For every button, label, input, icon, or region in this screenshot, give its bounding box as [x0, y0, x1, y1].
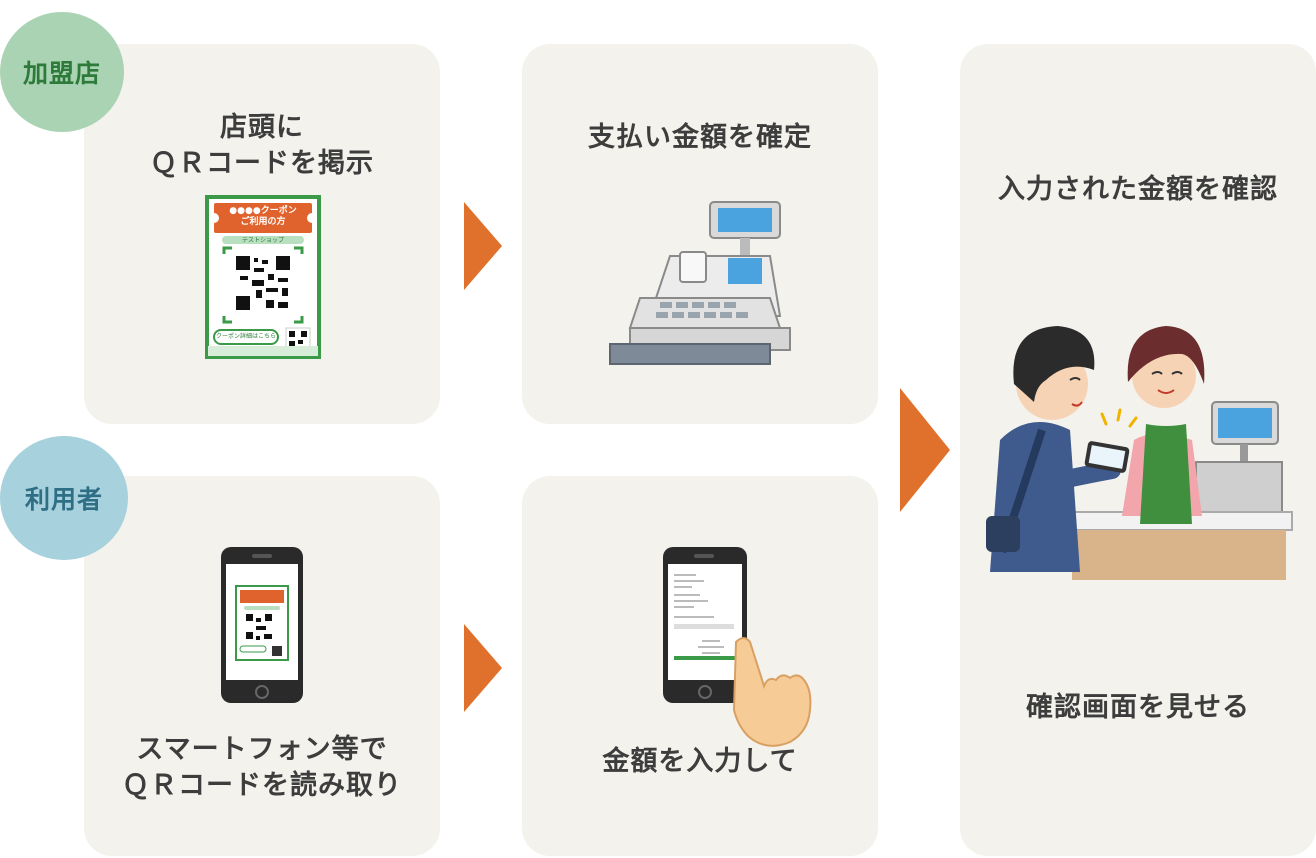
- step-title-user-input: 金額を入力して: [602, 746, 798, 777]
- smartphone-qr-icon: [221, 547, 303, 703]
- badge-user: 利用者: [0, 436, 128, 560]
- step-title-confirm-bottom: 確認画面を見せる: [1026, 692, 1250, 723]
- step-title-line: ＱＲコードを読み取り: [122, 770, 402, 801]
- smartphone-input-icon: [663, 547, 812, 747]
- badge-store: 加盟店: [0, 12, 124, 132]
- step-title-store-amount: 支払い金額を確定: [588, 122, 812, 153]
- step-title-line: 店頭に: [220, 112, 304, 143]
- poster-heading-line: ご利用の方: [240, 217, 286, 227]
- qr-poster-icon: [205, 195, 321, 359]
- step-title-confirm-top: 入力された金額を確認: [998, 174, 1278, 205]
- step-title-line: ＱＲコードを掲示: [150, 148, 374, 179]
- poster-shop-label: テストショップ: [241, 237, 284, 244]
- step-title-line: スマートフォン等で: [136, 734, 388, 765]
- customer-staff-illustration-icon: [986, 326, 1293, 580]
- arrow-right-icon: [464, 202, 502, 290]
- poster-detail-label: クーポン詳細はこちら: [215, 333, 276, 340]
- arrow-right-icon: [464, 624, 502, 712]
- step-title-store-qr: 店頭に ＱＲコードを掲示: [84, 110, 440, 182]
- arrow-right-icon: [900, 388, 950, 512]
- step-card-store-amount: 支払い金額を確定: [522, 44, 878, 424]
- poster-heading: ●●●●クーポン ご利用の方: [214, 206, 312, 228]
- cash-register-icon: [609, 201, 791, 365]
- step-title-user-scan: スマートフォン等で ＱＲコードを読み取り: [84, 732, 440, 804]
- poster-heading-line: ●●●●クーポン: [229, 206, 297, 216]
